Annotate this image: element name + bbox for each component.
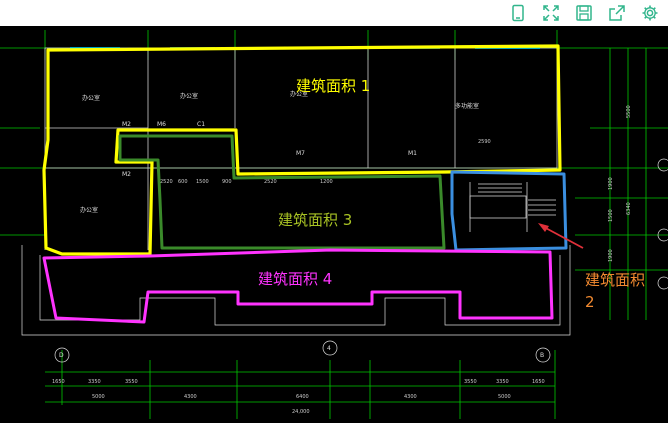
dim-bottom-row2-3: 6400 [296, 394, 309, 400]
area-3-label: 建筑面积 3 [278, 211, 352, 229]
mobile-icon [512, 4, 524, 22]
window-label-c1: C1 [197, 121, 205, 128]
dim-inner-4: 900 [222, 179, 232, 185]
axis-label-left: D [59, 352, 64, 359]
area-1-outline [42, 44, 562, 256]
dim-inner-2: 600 [178, 179, 188, 185]
annotation-arrow [538, 223, 584, 249]
room-label-office-a: 办公室 [82, 94, 100, 102]
axis-bubble-left [54, 347, 70, 363]
area-2-outline [450, 170, 568, 252]
settings-button[interactable] [639, 2, 661, 24]
dim-total: 24,000 [292, 409, 310, 415]
expand-icon [543, 5, 559, 21]
dim-right-1: 1900 [608, 177, 614, 190]
mobile-view-button[interactable] [507, 2, 529, 24]
share-button[interactable] [606, 2, 628, 24]
axis-label-right: B [540, 352, 544, 359]
dim-inner-5: 2520 [264, 179, 277, 185]
dim-inner-3: 1500 [196, 179, 209, 185]
area-2-label-line1: 建筑面积 [585, 271, 645, 289]
dim-bottom-row1-6: 1650 [532, 379, 545, 385]
area-1-label: 建筑面积 1 [296, 77, 370, 95]
toolbar [0, 0, 668, 26]
gear-icon [642, 5, 658, 21]
dim-bottom-row1-4: 3550 [464, 379, 477, 385]
share-icon [609, 5, 625, 21]
dim-inner-7: 2590 [478, 139, 491, 145]
axis-bubble-mid [322, 340, 338, 356]
area-2-label-line2: 2 [585, 293, 595, 311]
dim-right-4: 6340 [626, 202, 632, 215]
room-label-office-d: 办公室 [290, 90, 308, 98]
axis-bubble-r2 [657, 228, 668, 242]
axis-bubble-r1 [657, 158, 668, 172]
door-label-m2-top: M2 [122, 121, 131, 128]
dim-right-2: 1500 [608, 209, 614, 222]
dim-bottom-row1-5: 3350 [496, 379, 509, 385]
dim-bottom-row1-2: 3350 [88, 379, 101, 385]
fullscreen-button[interactable] [540, 2, 562, 24]
floor-plan: 办公室 办公室 办公室 办公室 多功能室 M2 M6 C1 M2 M7 M1 2… [0, 30, 668, 419]
dim-bottom-row2-1: 5000 [92, 394, 105, 400]
door-label-m7: M7 [296, 150, 305, 157]
room-label-multi: 多功能室 [455, 102, 479, 110]
axis-bubble-r3 [657, 276, 668, 290]
dim-bottom-row1-3: 3550 [125, 379, 138, 385]
dim-bottom-row1-1: 1650 [52, 379, 65, 385]
room-label-office-c: 办公室 [80, 206, 98, 214]
door-label-m1: M1 [408, 150, 417, 157]
save-icon [576, 5, 592, 21]
save-button[interactable] [573, 2, 595, 24]
dim-right-3: 1900 [608, 249, 614, 262]
dim-bottom-row2-4: 4300 [404, 394, 417, 400]
dim-inner-6: 1200 [320, 179, 333, 185]
axis-bubble-right [535, 347, 551, 363]
dim-inner-1: 2520 [160, 179, 173, 185]
door-label-m2-bottom: M2 [122, 171, 131, 178]
area-4-outline [42, 248, 554, 324]
axis-label-mid: 4 [327, 345, 331, 352]
dim-bottom-row2-5: 5000 [498, 394, 511, 400]
dim-bottom-row2-2: 4300 [184, 394, 197, 400]
dim-right-5: 5500 [626, 105, 632, 118]
area-4-label: 建筑面积 4 [258, 270, 332, 288]
cad-drawing-canvas[interactable]: 办公室 办公室 办公室 办公室 多功能室 M2 M6 C1 M2 M7 M1 2… [0, 26, 668, 419]
door-label-m6: M6 [157, 121, 166, 128]
room-label-office-b: 办公室 [180, 92, 198, 100]
area-3-outline [118, 134, 446, 250]
stairs [478, 183, 556, 216]
